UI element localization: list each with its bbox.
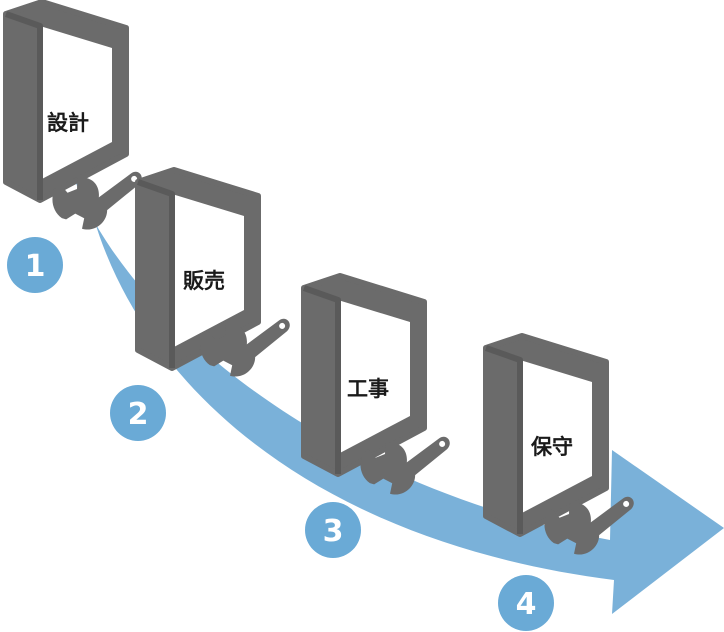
step-2-book: 販売	[138, 170, 258, 368]
step-3-label: 工事	[347, 377, 389, 401]
step-3-book: 工事	[304, 276, 424, 474]
step-4-label: 保守	[530, 435, 573, 459]
flow-arrow	[74, 178, 724, 614]
step-4-book: 保守	[486, 336, 606, 534]
step-2-label: 販売	[183, 269, 225, 293]
step-1-book: 設計	[6, 2, 126, 200]
step-2-badge: 2	[110, 385, 166, 441]
step-1-badge: 1	[7, 237, 63, 293]
step-3-badge: 3	[305, 502, 361, 558]
book-icon	[6, 2, 126, 200]
step-1-number: 1	[25, 249, 46, 284]
book-icon	[304, 276, 424, 474]
step-4-badge: 4	[498, 575, 554, 631]
step-1-label: 設計	[47, 111, 89, 135]
step-2-number: 2	[128, 397, 149, 432]
step-4-number: 4	[516, 587, 537, 622]
step-3-number: 3	[323, 514, 344, 549]
